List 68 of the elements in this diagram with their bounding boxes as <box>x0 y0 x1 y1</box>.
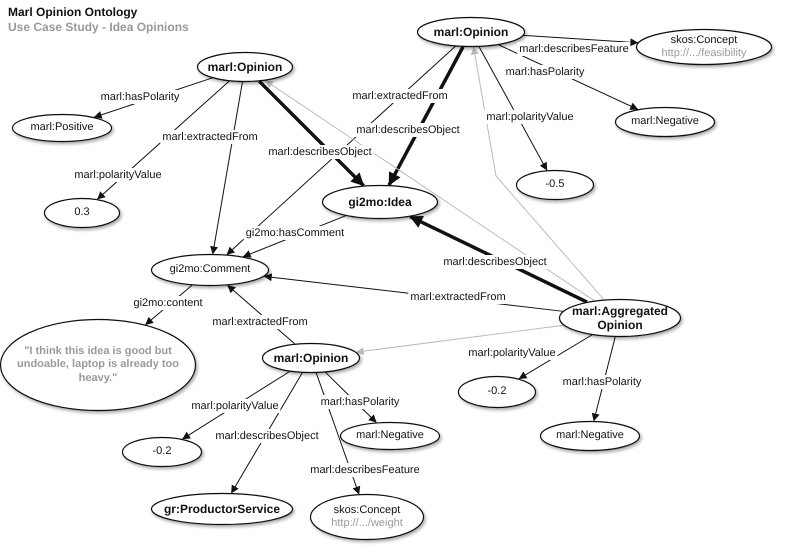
edge-label: marl:describesObject <box>354 123 462 137</box>
node-label: -0.2 <box>152 445 172 459</box>
node-label: marl:Opinion <box>208 60 282 74</box>
node-label: -0.5 <box>546 178 564 192</box>
node-label: marl:Opinion <box>274 350 348 366</box>
ellipse-node <box>636 29 772 65</box>
arrow <box>523 34 638 46</box>
ellipse-node <box>615 107 715 137</box>
node-label: marl:Negative <box>631 115 699 129</box>
node-label: skos:Concept <box>334 504 400 517</box>
node-uri: http://.../weight <box>331 517 403 530</box>
ellipse-node <box>122 437 202 467</box>
edge-label: marl:polarityValue <box>484 110 576 124</box>
edge-label: marl:extractedFrom <box>350 89 450 103</box>
node-label: marl:Positive <box>30 121 94 135</box>
arrow <box>210 81 243 255</box>
edge-label: marl:hasPolarity <box>98 90 182 104</box>
arrow <box>478 46 548 171</box>
edge-label: marl:describesObject <box>266 145 374 159</box>
ellipse-node <box>151 254 269 286</box>
edge-label: marl:describesObject <box>441 255 549 269</box>
edge-label: marl:polarityValue <box>72 168 164 182</box>
node-label: gr:ProductorService <box>164 502 280 516</box>
ellipse-node <box>310 494 424 540</box>
subtitle: Use Case Study - Idea Opinions <box>8 20 189 34</box>
ellipse-node <box>151 493 293 525</box>
ellipse-node <box>322 185 438 219</box>
ellipse-node <box>559 299 681 337</box>
arrow <box>258 80 365 187</box>
edge-label: marl:hasPolarity <box>504 65 586 79</box>
edge-label: marl:extractedFrom <box>160 130 260 144</box>
node-label: gi2mo:Idea <box>348 194 412 210</box>
edge-label: marl:polarityValue <box>189 399 281 413</box>
edge-label: marl:describesFeature <box>517 42 631 56</box>
arrow <box>230 372 303 494</box>
node-label: -0.2 <box>488 385 506 399</box>
edge-label: marl:hasPolarity <box>318 395 402 409</box>
ellipse-node <box>516 170 594 200</box>
node-label: "I think this idea is good but undoable, laptop is already too heavy." <box>16 345 180 385</box>
edge-label: marl:hasPolarity <box>560 375 644 389</box>
ellipse-node <box>340 422 440 450</box>
ellipse-node <box>262 343 360 373</box>
arrow <box>356 324 564 356</box>
ellipse-node <box>458 376 536 408</box>
arrow <box>409 214 588 304</box>
node-label: skos:Concept <box>670 34 738 47</box>
edge-label: gi2mo:content <box>131 296 205 310</box>
arrow <box>518 334 592 380</box>
ellipse-node <box>44 198 120 228</box>
node-label: marl:Opinion <box>434 24 508 40</box>
node-label: marl:Negative <box>556 429 624 443</box>
ellipse-node <box>540 421 640 451</box>
node-uri: http://.../feasibility <box>662 47 746 60</box>
node-label: gi2mo:Comment <box>170 263 250 277</box>
edge-label: marl:describesFeature <box>308 463 422 477</box>
edge-label: marl:describesObject <box>213 429 321 443</box>
node-label: marl:Negative <box>356 429 424 443</box>
edge-label: gi2mo:hasComment <box>244 226 346 240</box>
edge-label: marl:polarityValue <box>466 346 558 360</box>
edge-label: marl:extractedFrom <box>408 290 508 304</box>
ellipse-node <box>12 114 112 142</box>
arrow <box>264 80 595 302</box>
diagram-title: Marl Opinion Ontology <box>8 5 138 19</box>
ellipse-node <box>197 52 293 82</box>
node-label: 0.3 <box>74 206 90 220</box>
arrow <box>470 46 604 300</box>
edge-label: marl:extractedFrom <box>210 315 310 329</box>
node-label: marl:Aggregated Opinion <box>570 304 670 332</box>
